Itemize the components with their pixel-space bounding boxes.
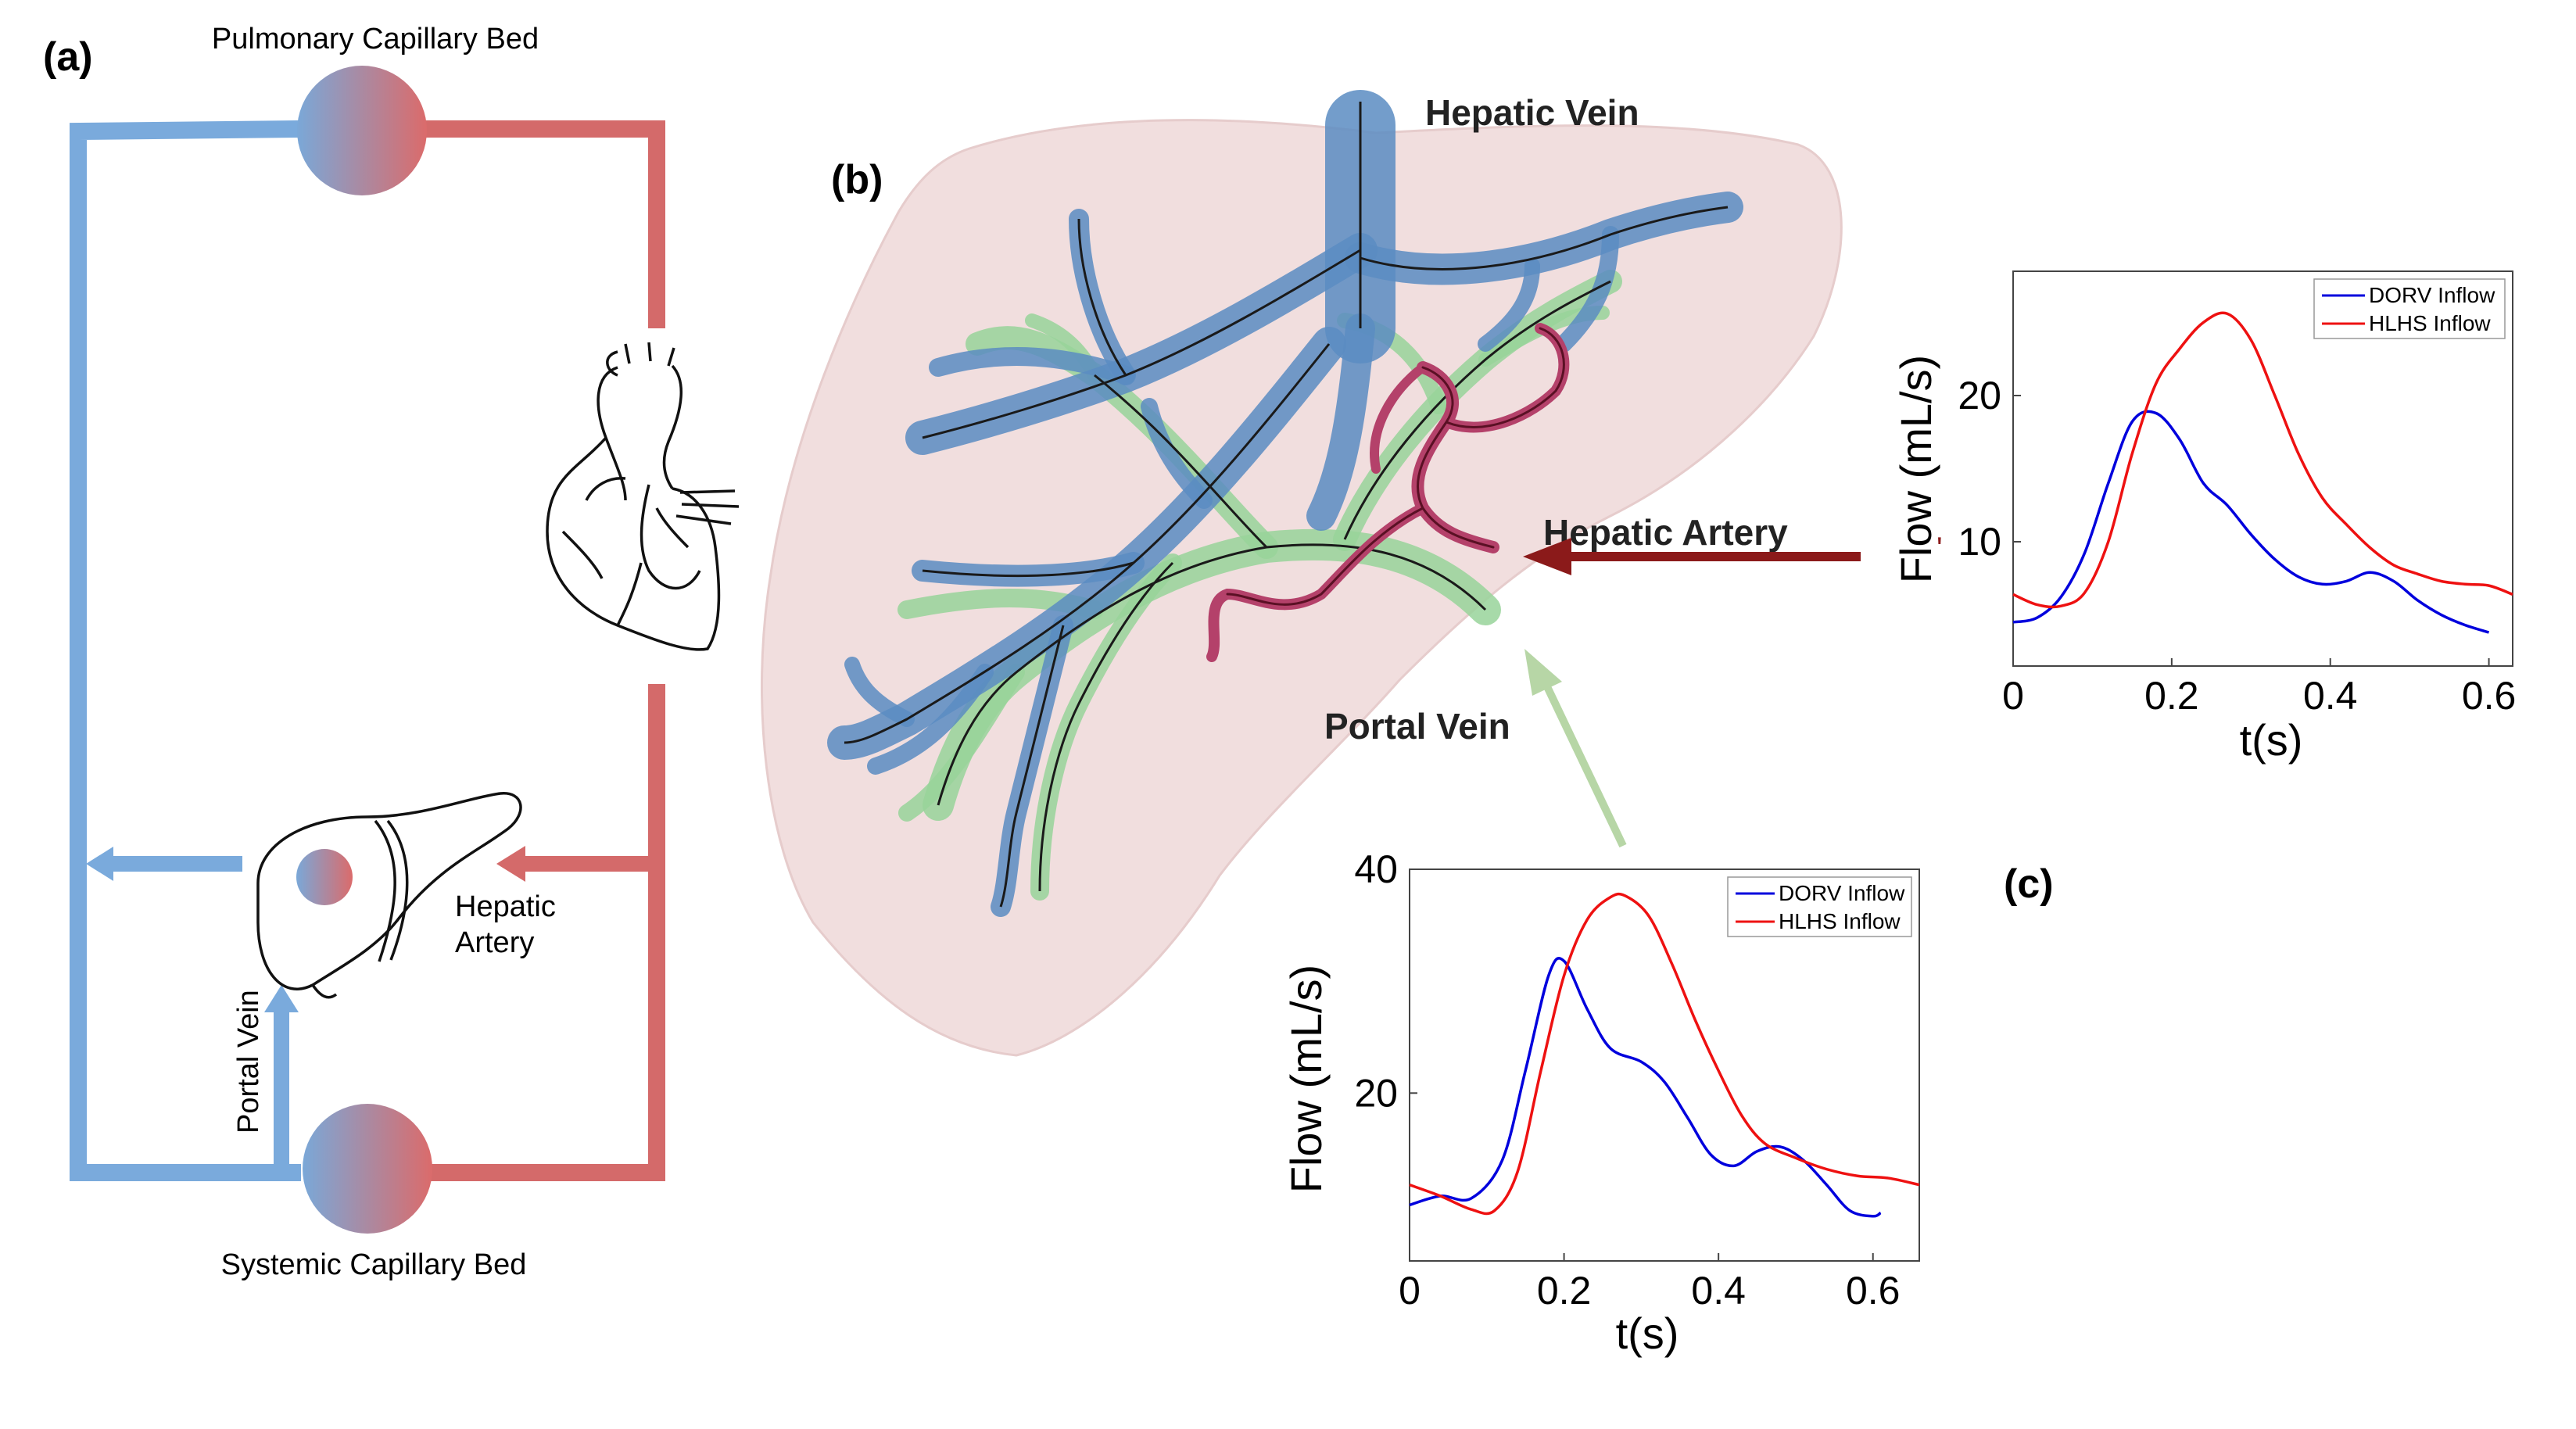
- legend-label-hlhs: HLHS Inflow: [1779, 909, 1901, 933]
- x-tick-label: 0.2: [2144, 674, 2199, 718]
- liver-icon: [256, 792, 522, 999]
- y-tick-label: 10: [1958, 520, 2001, 564]
- legend-box: [1727, 876, 1912, 937]
- panel-b-label: (b): [831, 157, 883, 202]
- legend-label-dorv: DORV Inflow: [2369, 283, 2495, 307]
- y-tick-label: 40: [1354, 847, 1398, 891]
- x-tick-label: 0: [2002, 674, 2024, 718]
- y-ticks: 10 20: [1958, 374, 2021, 564]
- y-axis-title: Flow (mL/s): [1281, 965, 1331, 1193]
- hepatic-capillary-bed: [296, 849, 353, 905]
- hepatic-artery-tree: [1206, 323, 1570, 662]
- tick-mark-glyph: ': [1936, 532, 1943, 566]
- panel-c-label: (c): [2004, 861, 2054, 907]
- venous-return-path: [70, 120, 302, 1181]
- x-tick-label: 0.2: [1537, 1269, 1592, 1313]
- systemic-arterial-path: [422, 684, 665, 1181]
- y-axis-title: Flow (mL/s): [1891, 355, 1940, 583]
- hepatic-artery-label: Hepatic Artery: [1543, 512, 1788, 553]
- hepatic-artery-label-line1: Hepatic: [455, 890, 556, 923]
- series-layer: [1409, 892, 1920, 1218]
- portal-vein-arrow-shaft: [1540, 678, 1627, 848]
- series-line-hlhs: [1409, 892, 1920, 1216]
- panel-b-liver-model: (b): [760, 90, 1861, 1057]
- hepatic-arterial-arrowhead: [496, 846, 525, 882]
- x-tick-label: 0.6: [1846, 1269, 1901, 1313]
- portal-vein-label: Portal Vein: [232, 990, 265, 1134]
- legend-box: [2313, 278, 2506, 339]
- x-ticks: 0 0.2 0.4 0.6: [2002, 658, 2516, 718]
- x-axis-title: t(s): [1616, 1309, 1679, 1358]
- legend: DORV Inflow HLHS Inflow: [1727, 876, 1912, 937]
- x-tick-label: 0.4: [1691, 1269, 1746, 1313]
- x-axis-title: t(s): [2240, 715, 2303, 765]
- portal-vein-label-3d: Portal Vein: [1324, 706, 1510, 747]
- vessel-centerlines: [844, 102, 1729, 908]
- x-ticks: 0 0.2 0.4 0.6: [1399, 1253, 1900, 1313]
- x-tick-label: 0.6: [2462, 674, 2517, 718]
- x-tick-label: 0: [1399, 1269, 1421, 1313]
- pulmonary-bed-label: Pulmonary Capillary Bed: [212, 23, 539, 56]
- y-tick-label: 20: [1958, 374, 2001, 417]
- pulmonary-venous-path: [422, 120, 665, 328]
- series-line-dorv: [1409, 957, 1882, 1218]
- legend-label-hlhs: HLHS Inflow: [2369, 311, 2491, 335]
- series-layer: [2012, 311, 2513, 634]
- portal-vein-arrowhead: [264, 985, 299, 1012]
- hepatic-artery-label-line2: Artery: [455, 926, 534, 959]
- panel-a-label: (a): [43, 34, 93, 80]
- x-tick-label: 0.4: [2303, 674, 2358, 718]
- hepatic-artery-inflow-chart: 0 0.2 0.4 0.6 10 20 t(s) Flow (mL/s) DORV In…: [1891, 270, 2516, 765]
- hepatic-venous-arrowhead: [86, 847, 113, 881]
- pulmonary-capillary-bed: [297, 66, 427, 195]
- legend: DORV Inflow HLHS Inflow: [2313, 278, 2506, 339]
- hepatic-vein-label: Hepatic Vein: [1425, 92, 1639, 133]
- series-line-dorv: [2012, 410, 2490, 634]
- portal-vein-arrowhead: [1524, 649, 1562, 696]
- systemic-bed-label: Systemic Capillary Bed: [221, 1248, 527, 1281]
- hepatic-artery-arrowhead: [1523, 538, 1571, 575]
- y-tick-label: 20: [1354, 1071, 1398, 1115]
- panel-a-circulation-diagram: (a) Pulmonary Capillary Bed Systemic Cap…: [43, 23, 740, 1281]
- heart-icon: [546, 342, 740, 651]
- systemic-capillary-bed: [303, 1104, 432, 1234]
- series-line-hlhs: [2012, 311, 2513, 609]
- legend-label-dorv: DORV Inflow: [1779, 881, 1905, 905]
